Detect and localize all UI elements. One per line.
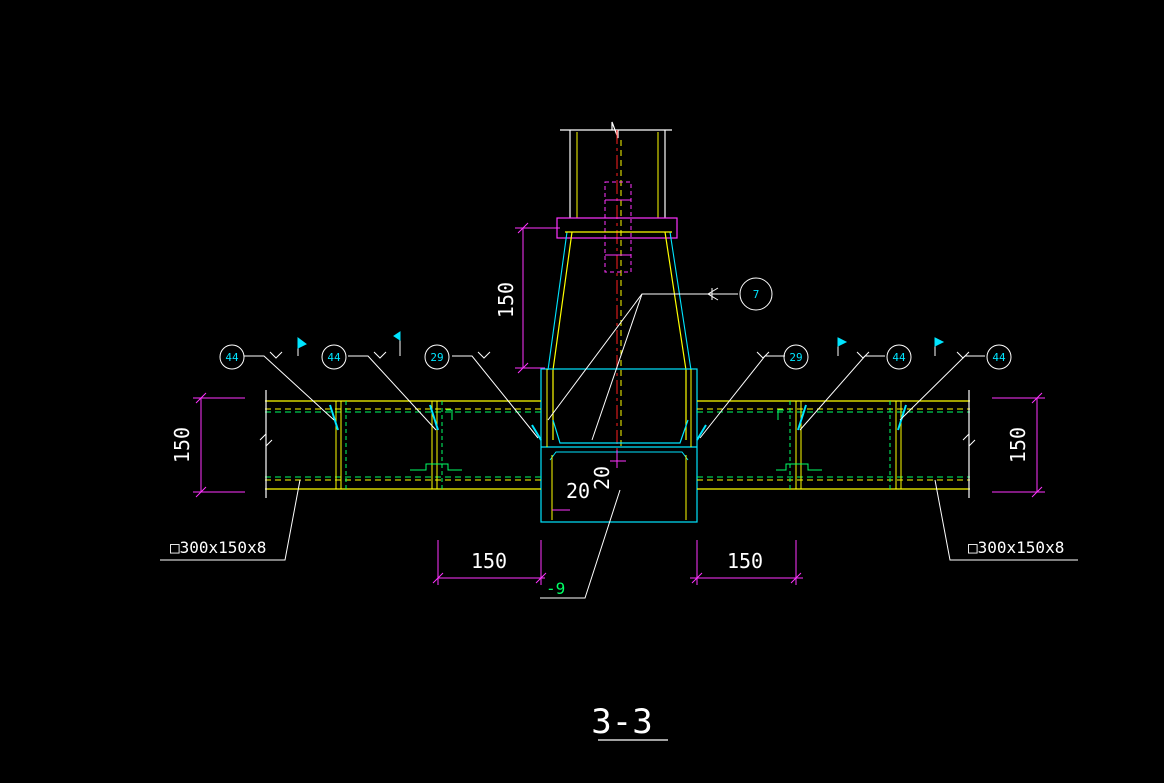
dim-span-left: 150 (471, 549, 507, 573)
dim-span-right: 150 (727, 549, 763, 573)
bubble-44-2-circle (321, 344, 347, 370)
dim-beam-depth-right: 150 (1006, 427, 1030, 463)
bubble-44-1: 44 (225, 351, 239, 364)
column (556, 121, 678, 468)
bubble-29-right: 29 (789, 351, 802, 364)
bubble-44-4-circle (986, 344, 1012, 370)
plate-label: -9 (546, 579, 565, 598)
bubble-29-left-circle (424, 344, 450, 370)
bubble-44-4: 44 (992, 351, 1006, 364)
bubble-7: 7 (753, 288, 760, 301)
bubble-44-1-circle (219, 344, 245, 370)
bubble-44-3-circle (886, 344, 912, 370)
beam-left (259, 390, 542, 498)
bubble-29-right-circle (783, 344, 809, 370)
dim-column-height: 150 (494, 282, 518, 318)
dim-offset-vertical: 20 (590, 466, 614, 490)
beam-label-right: □300x150x8 (968, 538, 1064, 557)
central-box (540, 368, 698, 523)
tapered-stub (547, 231, 692, 444)
bubble-44-2: 44 (327, 351, 341, 364)
bubble-44-3: 44 (892, 351, 906, 364)
bubble-29-left: 29 (430, 351, 443, 364)
beam-right (696, 390, 976, 498)
section-title: 3-3 (591, 702, 652, 742)
dim-offset-horizontal: 20 (566, 479, 590, 503)
bubble-7-circle (739, 277, 773, 311)
dimension-lines (193, 222, 1045, 585)
callout-bubbles (219, 277, 1012, 370)
beam-label-left: □300x150x8 (170, 538, 266, 557)
dim-beam-depth-left: 150 (170, 427, 194, 463)
weld-symbols (269, 287, 970, 359)
